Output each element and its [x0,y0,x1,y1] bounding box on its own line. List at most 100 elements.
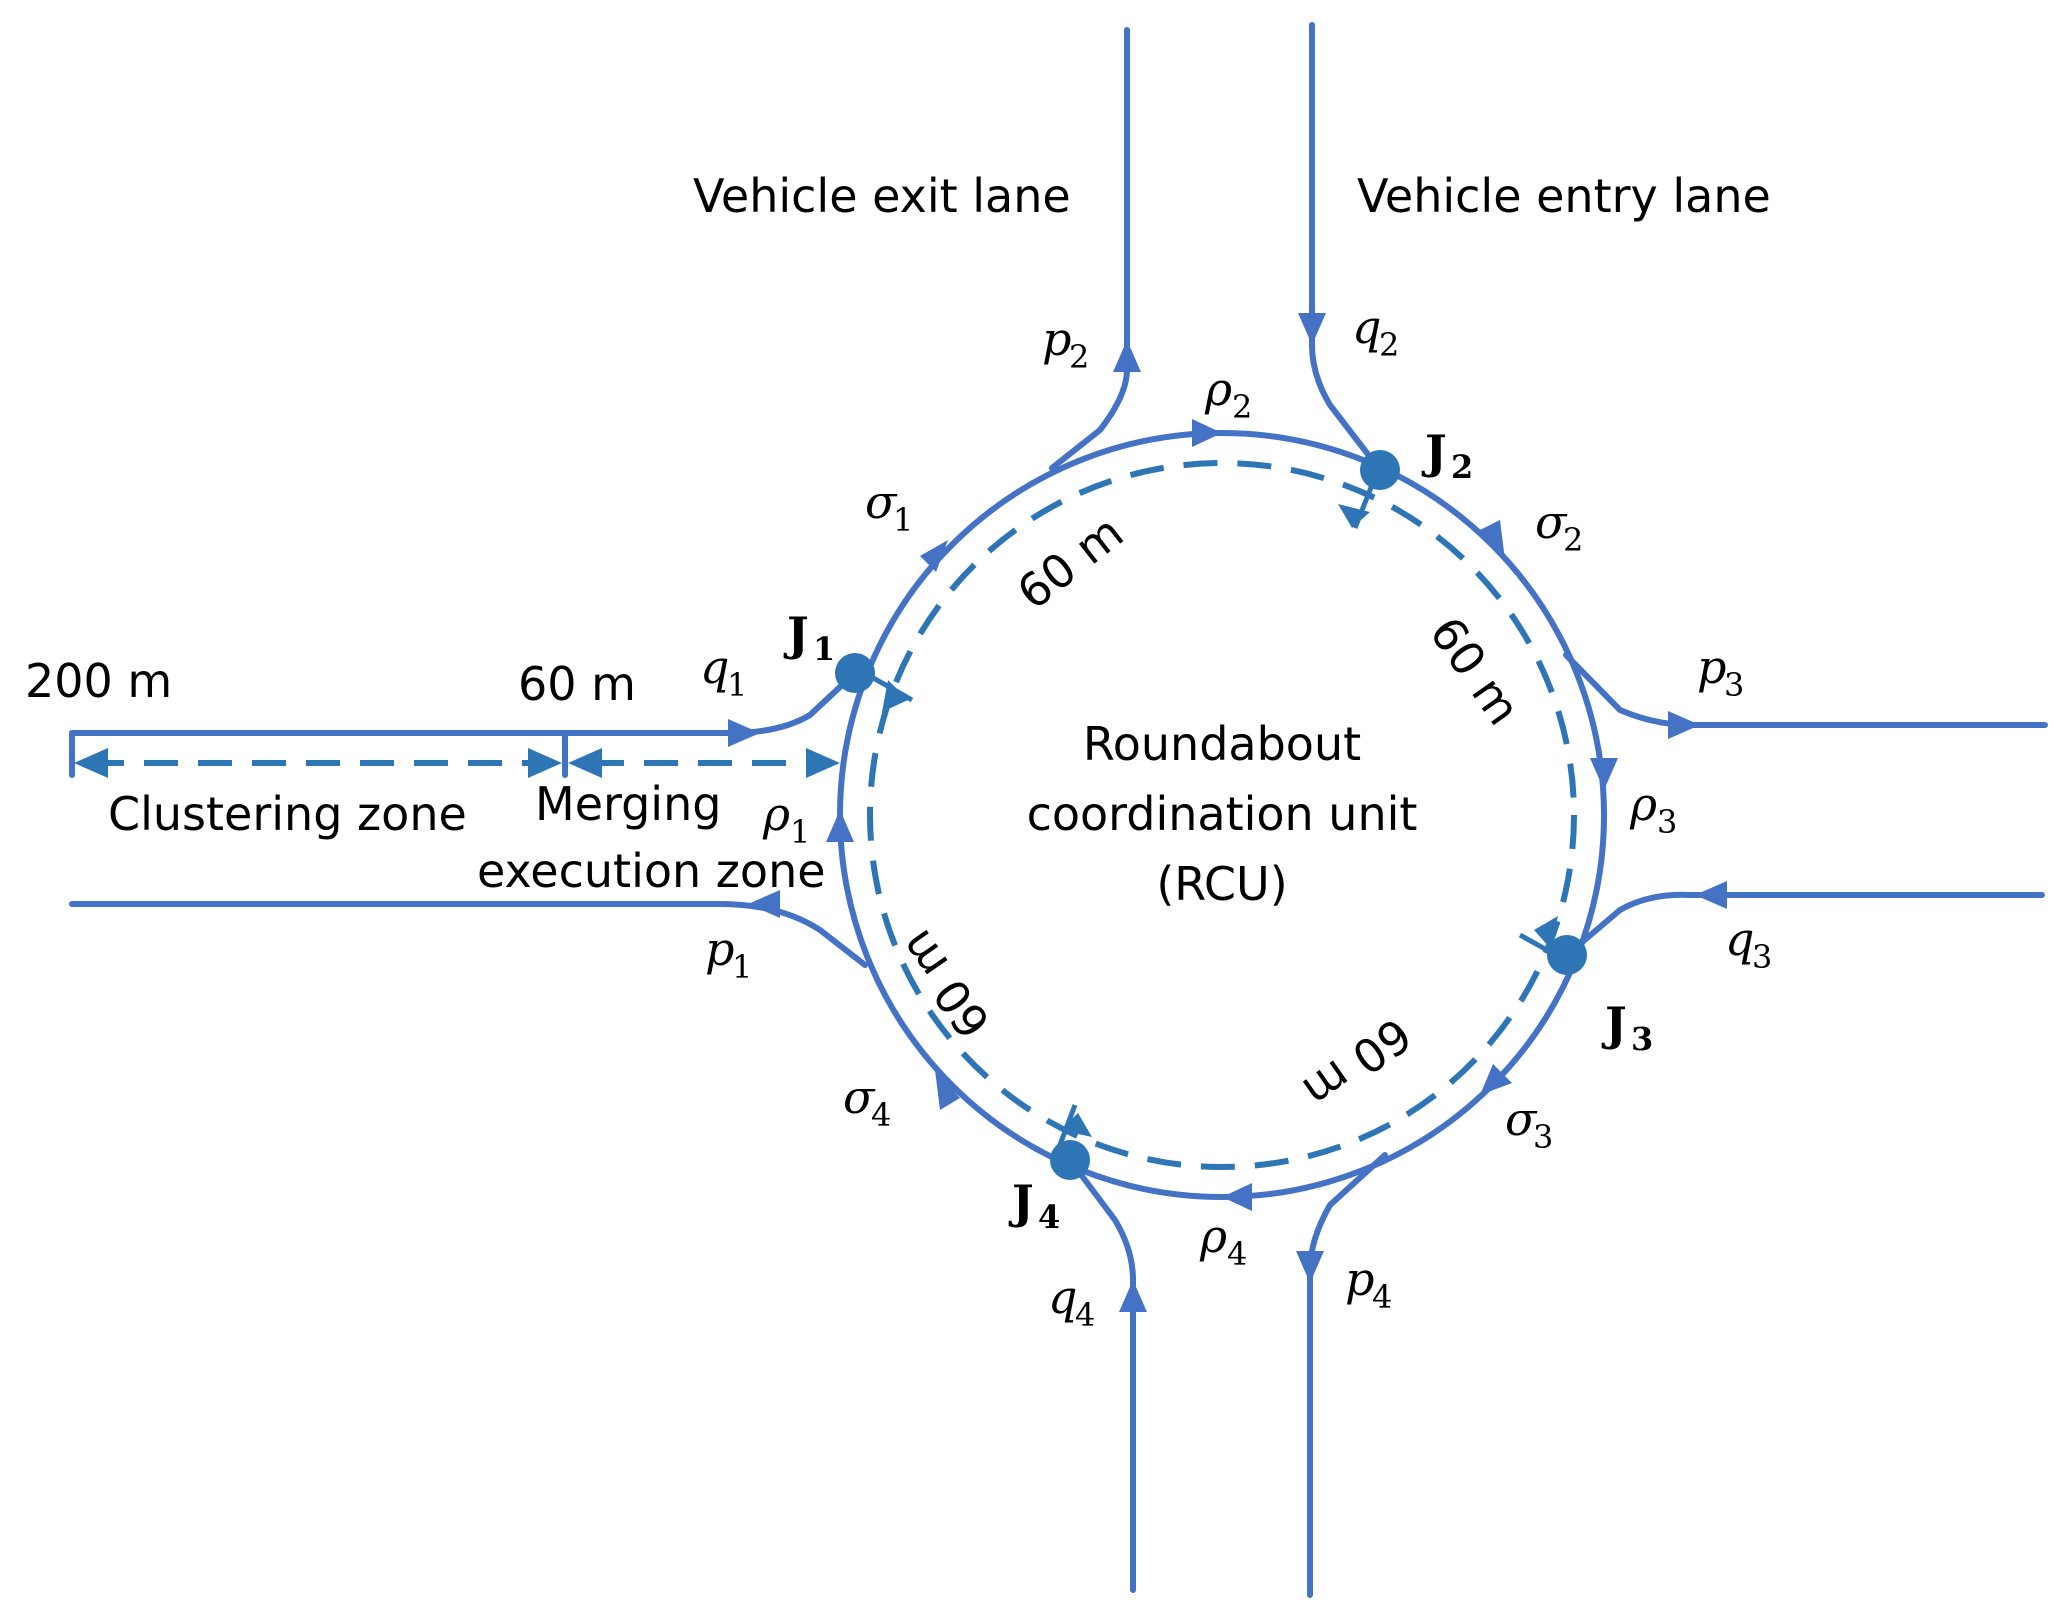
rcu-label-line3: (RCU) [1156,857,1287,911]
arrow-p4 [1296,1251,1324,1283]
svg-text:p: p [1042,312,1071,366]
arrow-sigma3 [1480,1064,1512,1095]
label-sigma2: σ2 [1535,495,1583,559]
svg-text:3: 3 [1657,803,1677,841]
label-sigma4: σ4 [843,1070,891,1134]
svg-text:ρ: ρ [1204,362,1232,416]
label-q1: q1 [700,640,747,704]
svg-text:4: 4 [1075,1296,1095,1334]
svg-text:J: J [1421,425,1447,479]
inner-dashed-track [867,460,1577,1170]
track-arrow-j3 [1534,916,1558,948]
svg-text:2: 2 [1232,388,1252,426]
label-q4: q4 [1048,1270,1095,1334]
exit-lane-label: Vehicle exit lane [693,169,1071,223]
svg-text:σ: σ [1535,495,1568,549]
svg-text:p: p [1697,640,1726,694]
svg-text:3: 3 [1631,1020,1653,1058]
arrow-sigma4 [935,1070,960,1110]
arrow-p2 [1113,340,1141,372]
svg-text:p: p [1345,1252,1374,1306]
arrow-rho1 [826,810,854,842]
label-q3: q3 [1725,912,1772,976]
arrow-sigma1 [920,540,948,572]
rcu-label-line2: coordination unit [1027,787,1418,841]
ring-distance-se: 60 m [1293,1007,1421,1119]
clustering-arrow-right [528,748,562,778]
svg-text:q: q [1048,1270,1077,1324]
label-sigma1: σ1 [865,475,913,539]
arrow-sigma2 [1480,520,1505,560]
clustering-arrow-left [74,748,108,778]
arrow-q1 [728,719,760,747]
label-p1: p1 [705,922,752,986]
svg-text:2: 2 [1069,338,1089,376]
svg-text:3: 3 [1752,938,1772,976]
svg-text:q: q [700,640,729,694]
junction-j3 [1547,935,1587,975]
svg-text:J: J [1008,1175,1034,1229]
arrow-p3 [1668,711,1700,739]
svg-text:2: 2 [1451,448,1473,486]
track-tick-j2 [1352,484,1375,529]
svg-text:4: 4 [1372,1278,1392,1316]
junction-j4 [1050,1140,1090,1180]
svg-text:ρ: ρ [1199,1209,1227,1263]
label-p2: p2 [1042,312,1089,376]
label-p4: p4 [1345,1252,1392,1316]
entry-lane-east [1564,891,2045,958]
svg-text:J: J [1601,997,1627,1051]
arrow-q4 [1119,1280,1147,1312]
svg-text:1: 1 [813,630,835,668]
clustering-zone-label: Clustering zone [108,787,467,841]
svg-text:J: J [783,607,809,661]
svg-text:σ: σ [865,475,898,529]
entry-lane-label: Vehicle entry lane [1357,169,1771,223]
ring-distance-ne: 60 m [1419,607,1531,735]
label-sigma3: σ3 [1505,1092,1553,1156]
arrow-q3 [1695,881,1727,909]
exit-lane-south [1307,1152,1388,1598]
merging-zone-label-line1: Merging [535,777,721,831]
track-tick-j1 [866,672,914,703]
arrow-rho4 [1222,1183,1252,1211]
svg-text:σ: σ [1505,1092,1538,1146]
svg-text:1: 1 [790,813,810,851]
ring-distance-nw: 60 m [1007,505,1133,620]
label-q2: q2 [1352,300,1399,364]
svg-text:4: 4 [871,1096,891,1134]
svg-text:1: 1 [732,948,752,986]
svg-text:σ: σ [843,1070,876,1124]
svg-text:4: 4 [1038,1198,1060,1236]
svg-text:2: 2 [1379,326,1399,364]
entry-lane-north [1309,22,1383,473]
rcu-label-line1: Roundabout [1083,717,1361,771]
arrow-p1 [748,890,780,918]
junction-j1 [835,653,875,693]
arrow-rho2 [1192,419,1222,447]
distance-200m: 200 m [25,654,172,708]
label-p3: p3 [1697,640,1744,704]
svg-text:2: 2 [1563,521,1583,559]
svg-text:ρ: ρ [1629,777,1657,831]
svg-text:ρ: ρ [762,787,790,841]
exit-lane-east [1563,652,2048,728]
svg-text:4: 4 [1227,1235,1247,1273]
distance-60m-approach: 60 m [518,657,636,711]
svg-text:q: q [1352,300,1381,354]
merging-arrow-right [806,748,840,778]
arrow-rho3 [1590,758,1618,790]
svg-text:1: 1 [727,666,747,704]
svg-text:3: 3 [1533,1118,1553,1156]
svg-text:q: q [1725,912,1754,966]
merging-arrow-left [568,748,602,778]
exit-lane-north [1049,27,1130,471]
